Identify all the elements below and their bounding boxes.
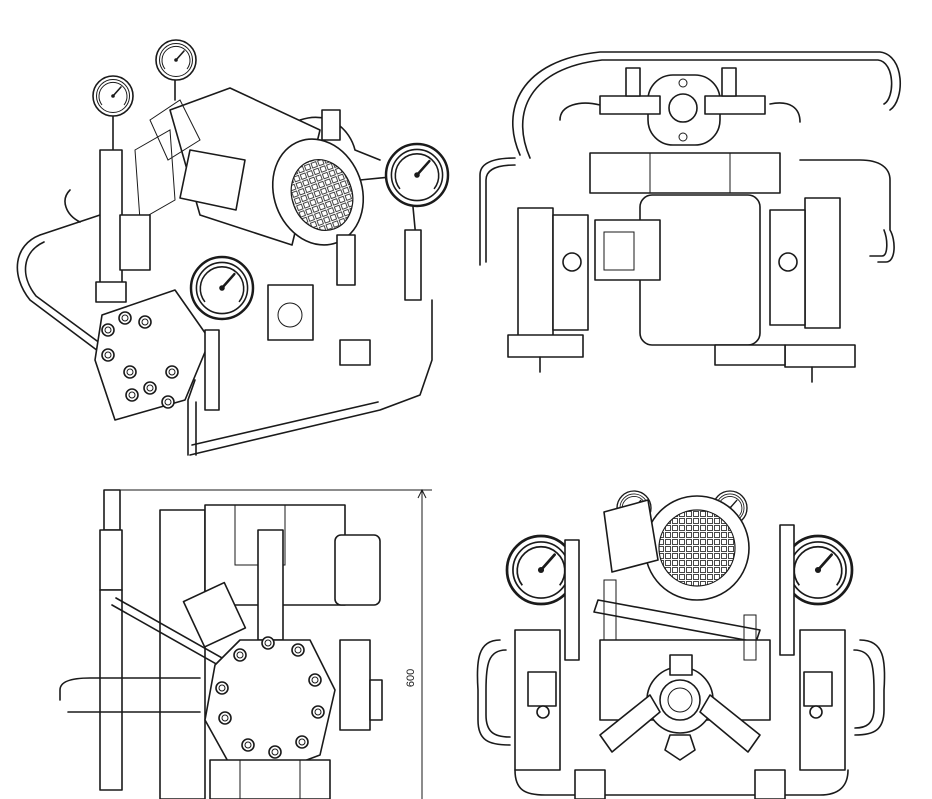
isometric-view bbox=[16, 39, 450, 456]
dimension-label: 600 bbox=[405, 669, 417, 687]
motor-fan-grille-icon bbox=[290, 159, 354, 231]
height-dimension: 600 bbox=[120, 488, 432, 799]
pressure-gauge-icon bbox=[155, 39, 197, 101]
motor-fan-grille-icon bbox=[644, 495, 750, 601]
bolt-circle-flange-icon bbox=[204, 636, 336, 771]
top-view bbox=[479, 51, 901, 383]
pressure-gauge-icon bbox=[189, 255, 255, 321]
motor-iso bbox=[134, 87, 365, 246]
front-view bbox=[476, 490, 886, 799]
side-view: 600 bbox=[59, 488, 432, 799]
bolt-circle-flange-icon bbox=[94, 289, 211, 421]
pressure-gauge-icon bbox=[384, 142, 450, 208]
pressure-gauge-icon bbox=[92, 75, 134, 151]
